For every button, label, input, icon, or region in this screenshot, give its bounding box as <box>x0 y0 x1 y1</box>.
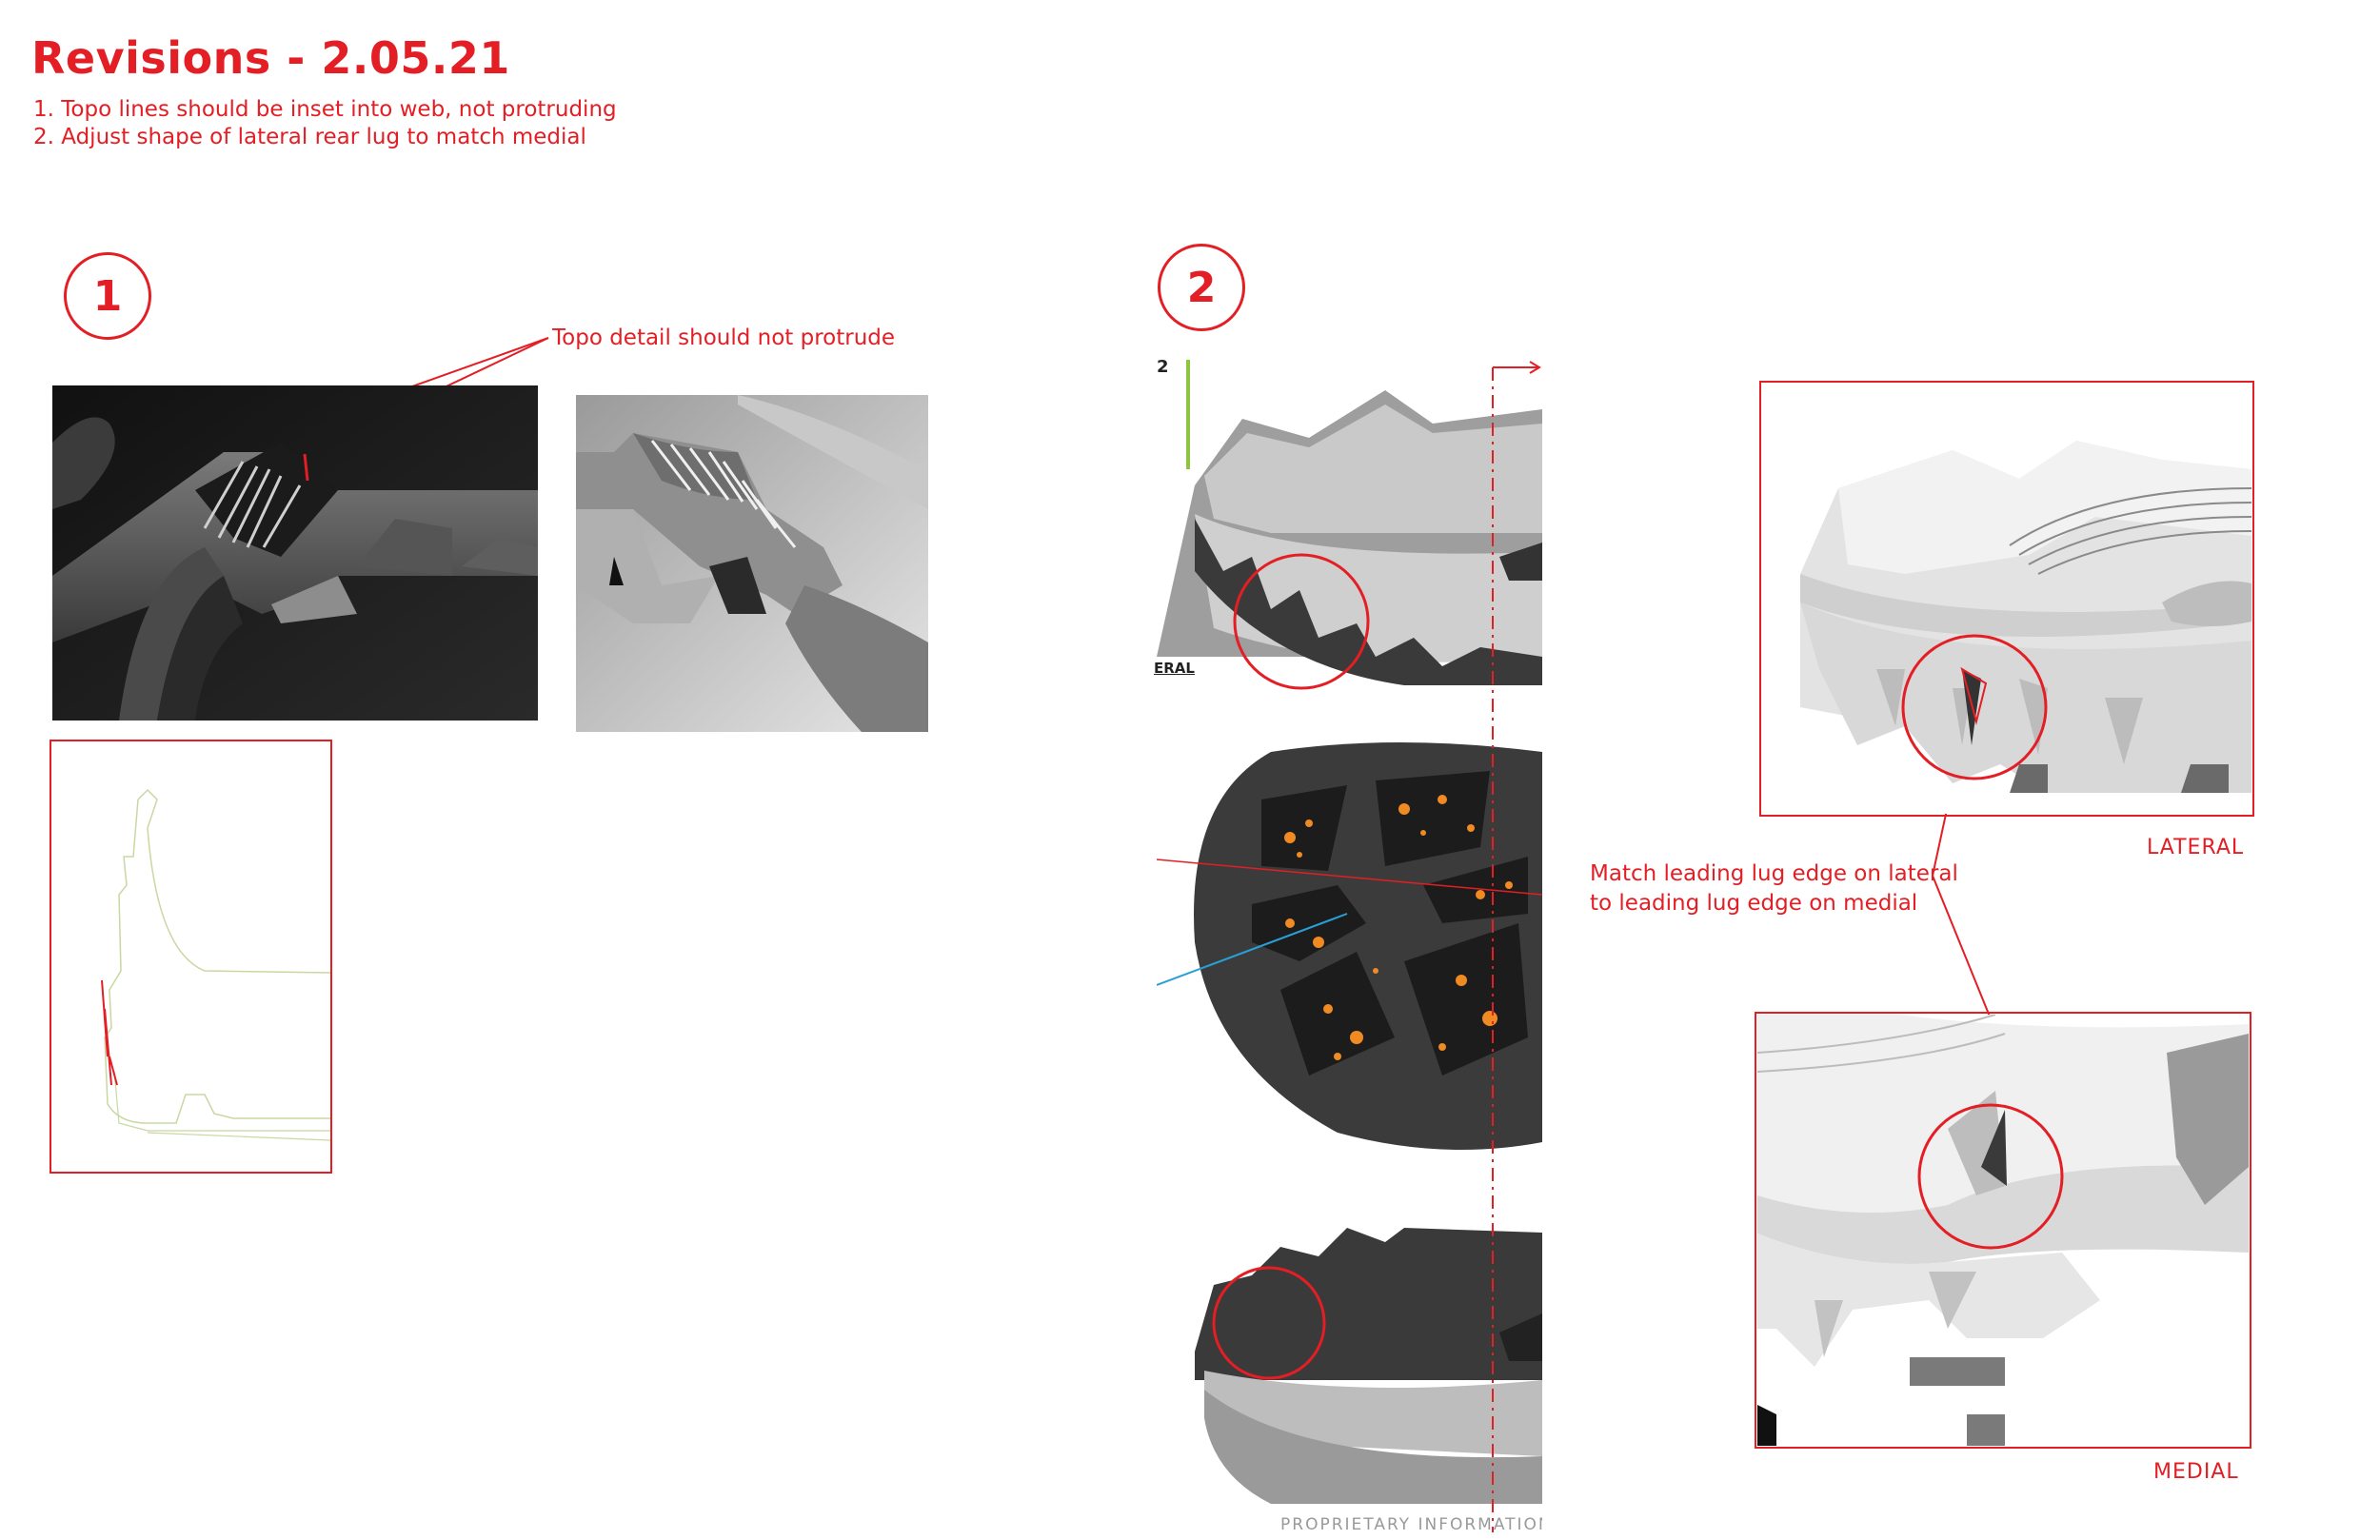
tech-pack-views <box>1157 361 1542 1532</box>
sheet-green-bar <box>1186 360 1190 469</box>
page-title: Revisions - 2.05.21 <box>31 32 510 84</box>
outsole-bottom-view <box>1157 742 1542 1150</box>
topo-render-light <box>576 395 928 732</box>
lug-callout-line-2: to leading lug edge on medial <box>1590 891 1918 916</box>
medial-lug-render <box>1757 1015 2249 1446</box>
section-line-sketch <box>101 788 330 1141</box>
side-view-lateral <box>1157 390 1542 690</box>
medial-label: MEDIAL <box>2153 1460 2239 1484</box>
proprietary-footer: PROPRIETARY INFORMATION <box>1280 1515 1542 1534</box>
topo-render-dark <box>52 385 538 721</box>
topo-callout-text: Topo detail should not protrude <box>552 326 896 350</box>
lateral-label: LATERAL <box>2147 836 2245 859</box>
section-1-marker: 1 <box>64 252 151 340</box>
lateral-lug-render <box>1762 384 2251 814</box>
side-view-medial <box>1195 1228 1542 1504</box>
lug-callout-line-1: Match leading lug edge on lateral <box>1590 861 1958 886</box>
section-sketch-frame <box>50 740 332 1174</box>
sheet-number: 2 <box>1157 357 1169 377</box>
lateral-render-frame <box>1759 381 2254 817</box>
medial-render-frame <box>1755 1012 2251 1449</box>
sheet-view-label: ERAL <box>1154 660 1195 677</box>
revision-note-1: 1. Topo lines should be inset into web, … <box>33 97 617 122</box>
section-2-marker: 2 <box>1158 244 1245 331</box>
revision-note-2: 2. Adjust shape of lateral rear lug to m… <box>33 125 586 149</box>
